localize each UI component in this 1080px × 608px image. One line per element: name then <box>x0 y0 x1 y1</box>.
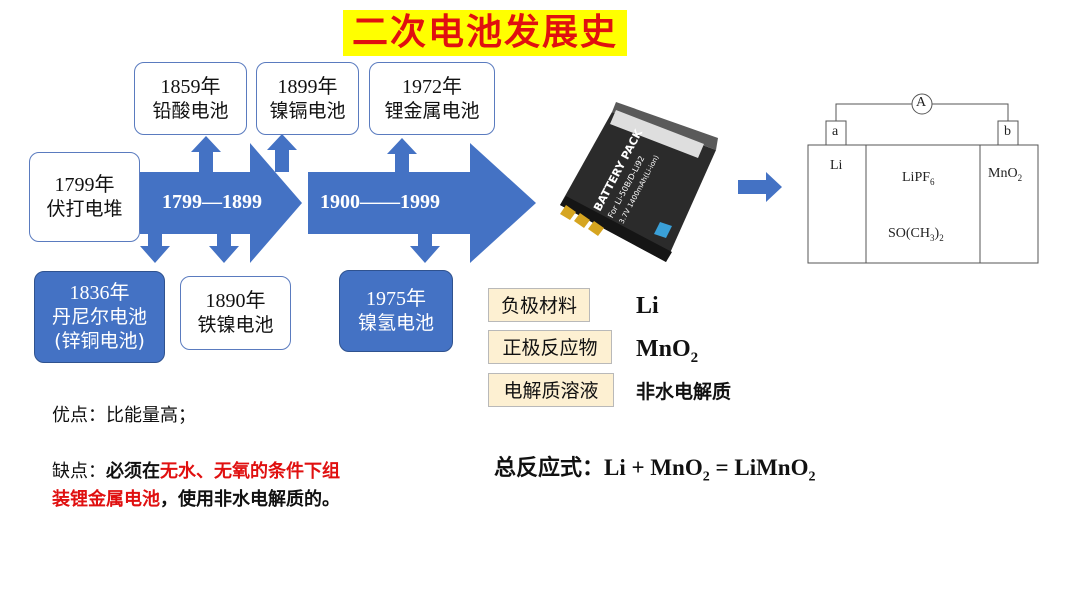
cathode-reactant-value: MnO2 <box>636 336 699 366</box>
electrolyte-salt-label: LiPF6 <box>902 170 935 187</box>
anode-material-value: Li <box>636 293 659 319</box>
event-1836: 1836年 丹尼尔电池 (锌铜电池) <box>34 271 165 363</box>
event-1836-sub: (锌铜电池) <box>54 330 145 352</box>
event-1972-year: 1972年 <box>402 75 462 98</box>
advantage-text: 优点：比能量高； <box>52 405 196 426</box>
cathode-reactant-label: 正极反应物 <box>488 330 612 364</box>
event-1890-name: 铁镍电池 <box>197 314 274 336</box>
terminal-b-label: b <box>1004 124 1011 139</box>
event-1836-name: 丹尼尔电池 <box>51 306 147 328</box>
down-arrow-1890 <box>209 228 239 263</box>
right-arrow <box>738 172 782 202</box>
arrow-label-1799-1899: 1799—1899 <box>162 191 262 213</box>
disadvantage-text: 缺点：必须在无水、无氧的条件下组装锂金属电池，使用非水电解质的。 <box>52 461 340 510</box>
event-1799-year: 1799年 <box>54 174 115 196</box>
ammeter-label: A <box>916 95 927 110</box>
event-1799: 1799年 伏打电堆 <box>29 152 140 242</box>
up-arrow-1972 <box>387 138 417 172</box>
overall-reaction: 总反应式：Li + MnO2 = LiMnO2 <box>494 450 815 486</box>
formula-equation: Li + MnO2 = LiMnO2 <box>604 455 816 485</box>
event-1899-name: 镍镉电池 <box>269 99 346 122</box>
battery-photo <box>560 102 718 262</box>
event-1972-name: 锂金属电池 <box>384 99 480 122</box>
event-1972: 1972年 锂金属电池 <box>369 62 495 135</box>
event-1799-name: 伏打电堆 <box>46 198 123 220</box>
down-arrow-1975 <box>410 228 440 263</box>
electrolyte-value: 非水电解质 <box>636 381 732 403</box>
electrolyte-solvent-label: SO(CH3)2 <box>888 226 944 243</box>
event-1859: 1859年 铅酸电池 <box>134 62 247 135</box>
down-arrow-1836 <box>140 228 170 263</box>
event-1899-year: 1899年 <box>277 75 338 98</box>
timeline-arrow-2 <box>308 143 536 263</box>
event-1975: 1975年 镍氢电池 <box>339 270 453 352</box>
page-title: 二次电池发展史 <box>343 10 627 56</box>
formula-label: 总反应式： <box>494 456 605 481</box>
event-1899: 1899年 镍镉电池 <box>256 62 359 135</box>
event-1836-year: 1836年 <box>69 282 130 304</box>
event-1975-name: 镍氢电池 <box>357 312 434 334</box>
cathode-label: MnO2 <box>988 166 1023 183</box>
event-1975-year: 1975年 <box>366 288 426 310</box>
event-1859-name: 铅酸电池 <box>152 99 229 122</box>
event-1890-year: 1890年 <box>205 290 266 312</box>
cell-diagram <box>807 93 1039 264</box>
event-1859-year: 1859年 <box>160 75 221 98</box>
arrow-label-1900-1999: 1900——1999 <box>320 191 440 213</box>
up-arrow-1859 <box>191 136 221 172</box>
anode-label: Li <box>830 158 843 173</box>
timeline-arrow-1 <box>140 143 302 263</box>
anode-material-label: 负极材料 <box>488 288 590 322</box>
up-arrow-1899 <box>267 134 297 172</box>
terminal-a-label: a <box>832 124 839 139</box>
electrolyte-label: 电解质溶液 <box>488 373 614 407</box>
event-1890: 1890年 铁镍电池 <box>180 276 291 350</box>
